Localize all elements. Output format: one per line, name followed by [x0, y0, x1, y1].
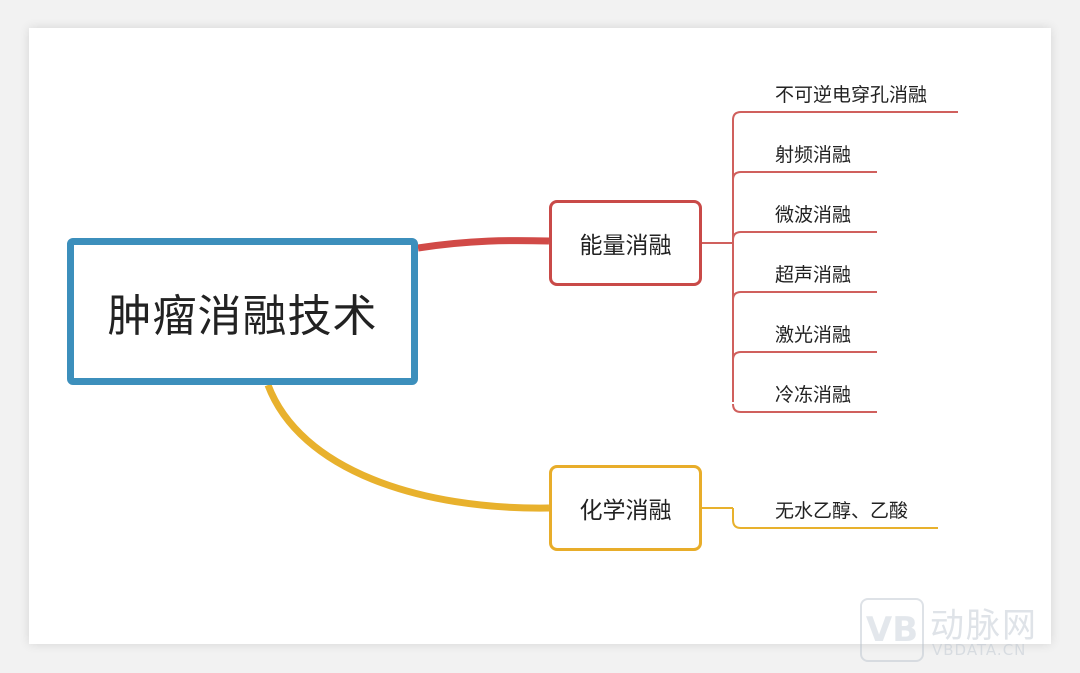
branch-energy-ablation[interactable]: 能量消融	[549, 200, 702, 286]
link-root-chem	[264, 383, 550, 512]
leaf-microwave-ablation[interactable]: 微波消融	[775, 204, 852, 226]
link-root-energy	[417, 237, 550, 252]
leaf-rf-ablation[interactable]: 射频消融	[775, 144, 852, 166]
watermark: VB 动脉网 VBDATA.CN	[860, 598, 1070, 664]
watermark-url: VBDATA.CN	[932, 641, 1027, 659]
leaf-ethanol-acetic-acid[interactable]: 无水乙醇、乙酸	[775, 500, 909, 522]
chem-children-links	[702, 507, 938, 529]
vb-logo-icon: VB	[860, 598, 924, 662]
branch-chemical-ablation[interactable]: 化学消融	[549, 465, 702, 551]
leaf-cryo-ablation[interactable]: 冷冻消融	[775, 384, 852, 406]
watermark-name: 动脉网	[930, 606, 1038, 646]
leaf-ultrasound-ablation[interactable]: 超声消融	[775, 264, 852, 286]
leaf-laser-ablation[interactable]: 激光消融	[775, 324, 852, 346]
leaf-ire-ablation[interactable]: 不可逆电穿孔消融	[775, 84, 928, 106]
root-node[interactable]: 肿瘤消融技术	[67, 238, 418, 385]
energy-children-links	[702, 111, 958, 413]
